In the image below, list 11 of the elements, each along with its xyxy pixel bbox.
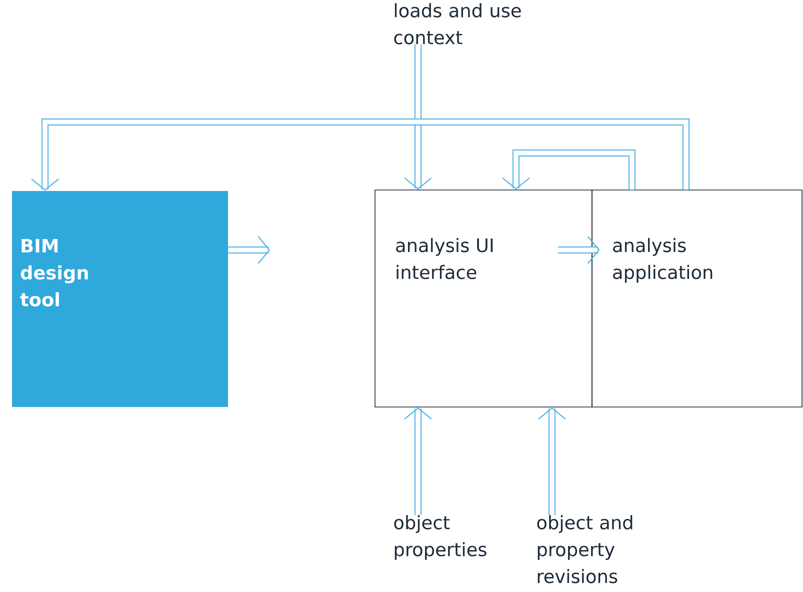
arrow — [502, 150, 636, 190]
arrow — [404, 44, 432, 190]
text-label: loads and use context — [394, 3, 521, 44]
text-label: object properties — [394, 515, 486, 560]
tool-box: BIM design tool — [12, 191, 228, 407]
process-box: analysis UI interface — [374, 190, 592, 408]
arrow — [538, 407, 566, 515]
arrow — [404, 407, 432, 515]
arrow — [31, 118, 690, 191]
process-box: analysis application — [592, 190, 802, 408]
text-label: object and property revisions — [537, 515, 632, 584]
